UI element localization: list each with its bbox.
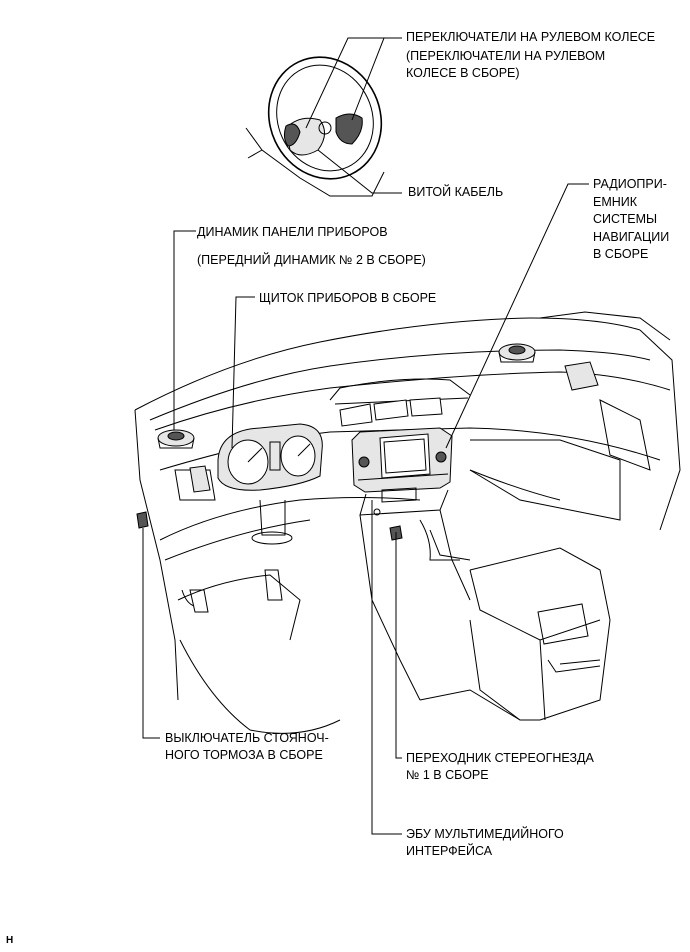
label-parking-brake-switch: ВЫКЛЮЧАТЕЛЬ СТОЯНОЧ- НОГО ТОРМОЗА В СБОР…	[165, 731, 329, 762]
leader-parking-brake	[142, 528, 160, 739]
label-panel-speaker-assy: (ПЕРЕДНИЙ ДИНАМИК № 2 В СБОРЕ)	[197, 253, 426, 267]
label-steering-switches-assy: (ПЕРЕКЛЮЧАТЕЛИ НА РУЛЕВОМ КОЛЕСЕ В СБОРЕ…	[406, 49, 606, 80]
navigation-display	[379, 433, 431, 479]
parking-brake-switch	[136, 511, 149, 529]
label-stereo-jack-adapter: ПЕРЕХОДНИК СТЕРЕОГНЕЗДА № 1 В СБОРЕ	[406, 751, 594, 782]
label-combination-meter: ЩИТОК ПРИБОРОВ В СБОРЕ	[259, 291, 437, 305]
leader-spiral-cable	[317, 149, 402, 194]
label-panel-speaker: ДИНАМИК ПАНЕЛИ ПРИБОРОВ	[197, 225, 388, 239]
label-spiral-cable: ВИТОЙ КАБЕЛЬ	[408, 185, 504, 199]
label-steering-switches: ПЕРЕКЛЮЧАТЕЛИ НА РУЛЕВОМ КОЛЕСЕ	[406, 30, 656, 44]
label-navigation-radio: РАДИОПРИ- ЕМНИК СИСТЕМЫ НАВИГАЦИИ В СБОР…	[593, 177, 670, 261]
dashboard-body	[134, 311, 681, 734]
illustration-code: H	[6, 935, 14, 946]
steering-switch-right	[335, 113, 363, 145]
leader-stereo-jack	[395, 532, 402, 759]
leader-steering-switch-right	[348, 37, 385, 121]
label-multimedia-ecu: ЭБУ МУЛЬТИМЕДИЙНОГО ИНТЕРФЕЙСА	[406, 827, 564, 858]
steering-wheel-inset	[245, 56, 385, 197]
leader-panel-speaker	[173, 230, 196, 430]
leader-navigation-radio	[445, 183, 589, 449]
leader-combination-meter	[231, 296, 255, 449]
leader-multimedia-ecu	[371, 500, 402, 835]
steering-switch-left	[283, 123, 301, 147]
